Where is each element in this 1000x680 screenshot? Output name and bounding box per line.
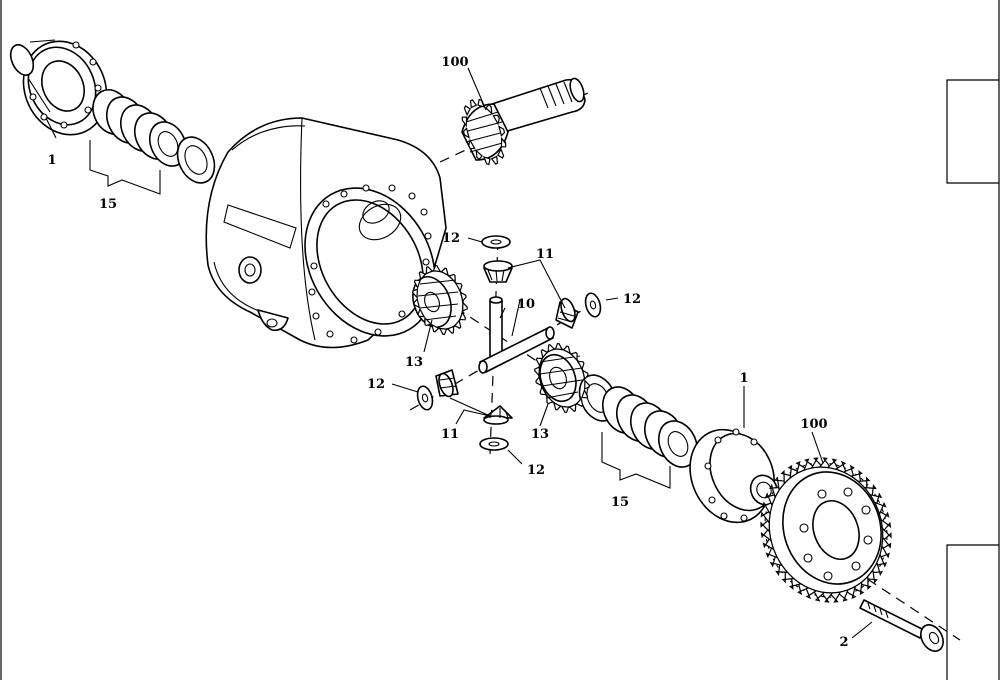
gear-tooth: [575, 397, 584, 407]
thrust-washer-right: [584, 292, 602, 318]
gear-tooth: [552, 401, 562, 411]
callout-12-top: 12: [442, 231, 460, 246]
pinion-shaft: [461, 77, 586, 161]
callout-11-top: 11: [536, 247, 554, 262]
thrust-washer-left: [176, 136, 216, 184]
gear-tooth: [500, 136, 507, 148]
crown-wheel-teeth: [760, 457, 892, 603]
differential-case-left: [9, 39, 108, 136]
gear-tooth: [412, 288, 418, 299]
callout-100-top: 100: [441, 55, 468, 70]
thrust-washer-top: [481, 235, 511, 249]
callout-12-bottom: 12: [527, 463, 545, 478]
callout-100-right: 100: [800, 417, 827, 432]
gear-tooth: [492, 114, 500, 126]
gear-tooth: [413, 279, 421, 290]
gear-tooth: [584, 379, 590, 390]
gear-tooth: [568, 403, 577, 413]
gear-tooth: [438, 327, 448, 336]
axle-housing: [205, 117, 447, 349]
side-gear-lower-teeth: [534, 342, 590, 414]
gear-tooth: [440, 267, 450, 277]
gear-tooth: [482, 156, 491, 166]
gear-tooth: [535, 375, 543, 387]
callout-10: 10: [517, 297, 535, 312]
planet-pinion-right: [555, 297, 579, 329]
bolt: [859, 599, 944, 652]
thrust-washer-bottom: [479, 437, 509, 451]
callout-1-left: 1: [47, 153, 56, 168]
clutch-disc-pack-left: [92, 89, 188, 167]
gear-tooth: [576, 360, 585, 371]
gear-tooth: [570, 351, 578, 362]
callout-12-left: 12: [367, 377, 385, 392]
gear-tooth: [459, 291, 467, 303]
gear-tooth: [453, 319, 462, 329]
gear-tooth: [873, 501, 887, 516]
gear-tooth: [547, 343, 556, 353]
gear-tooth: [581, 369, 589, 381]
gear-tooth: [475, 148, 483, 161]
gear-tooth: [468, 138, 476, 150]
callout-15-right: 15: [611, 495, 629, 510]
callout-15-left: 15: [99, 197, 117, 212]
clutch-disc-pack-right: [601, 386, 699, 468]
gear-tooth: [461, 116, 468, 128]
gear-tooth: [459, 310, 467, 321]
gear-tooth: [490, 155, 499, 165]
gear-tooth: [454, 282, 463, 293]
gear-tooth: [498, 125, 506, 137]
gear-tooth: [497, 147, 505, 159]
gear-tooth: [424, 316, 432, 327]
gear-tooth: [448, 273, 456, 284]
gear-tooth: [417, 307, 426, 318]
gear-tooth: [546, 394, 554, 405]
gear-tooth: [477, 98, 486, 108]
callout-labels: 1 15 100 12 11 10 12 13 12 11 13 12 1 15…: [47, 55, 848, 650]
gear-tooth: [425, 265, 434, 275]
gear-tooth: [560, 405, 570, 414]
gear-tooth: [540, 349, 549, 359]
gear-tooth: [418, 271, 427, 281]
gear-tooth: [485, 103, 493, 116]
leader-lines: [45, 67, 873, 639]
callout-12-right: 12: [623, 292, 641, 307]
gear-tooth: [430, 323, 440, 333]
callout-2: 2: [839, 635, 848, 650]
differential-case-right: [689, 428, 779, 524]
gear-tooth: [463, 105, 471, 117]
gear-tooth: [539, 385, 548, 396]
gear-tooth: [469, 99, 478, 109]
planet-pinion-top: [483, 260, 513, 283]
callout-11-bottom: 11: [441, 427, 459, 442]
gear-tooth: [462, 127, 470, 139]
callout-13-lower: 13: [531, 427, 549, 442]
side-gear-upper-teeth: [412, 264, 468, 336]
gear-tooth: [413, 297, 421, 309]
gear-tooth: [534, 366, 540, 377]
crown-wheel: [764, 462, 888, 598]
cross-shaft: [478, 296, 555, 374]
pinion-teeth: [461, 98, 507, 166]
gear-tooth: [554, 342, 564, 351]
gear-tooth: [462, 301, 468, 312]
planet-pinion-bottom: [483, 405, 513, 425]
gear-tooth: [535, 357, 543, 368]
gear-tooth: [581, 388, 589, 399]
thrust-washer-left-small: [416, 385, 434, 411]
gear-tooth: [562, 345, 572, 355]
gear-tooth: [432, 264, 442, 273]
planet-pinion-left: [435, 369, 459, 398]
callout-13-upper: 13: [405, 355, 423, 370]
callout-1-right: 1: [739, 371, 748, 386]
gear-tooth: [446, 325, 455, 335]
